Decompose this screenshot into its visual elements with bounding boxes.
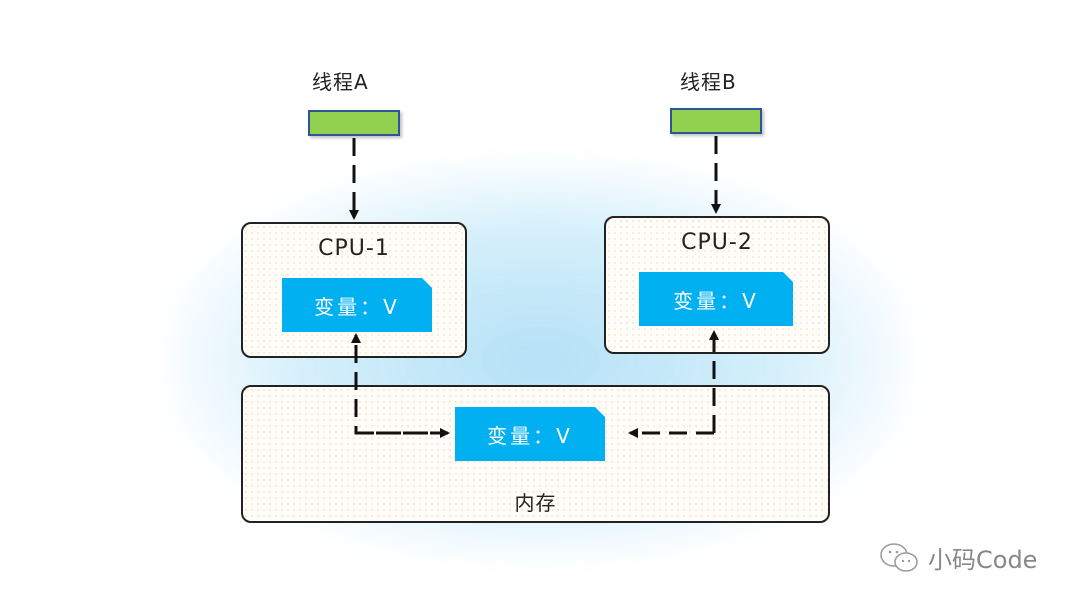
memory-box: 变量：V 内存 [241,385,830,523]
cpu-1-box: CPU-1 变量：V [241,222,467,358]
watermark: 小码Code [878,540,1037,575]
memory-title: 内存 [514,491,557,515]
thread-b-label: 线程B [680,70,737,94]
cpu-2-title: CPU-2 [681,230,753,255]
wechat-icon [878,541,922,575]
cpu-1-variable: 变量：V [282,278,432,332]
watermark-text: 小码Code [928,546,1038,574]
cpu-2-variable: 变量：V [639,272,793,326]
thread-b-block [670,108,762,134]
cpu-1-title: CPU-1 [318,236,390,261]
thread-a-label: 线程A [312,70,369,94]
thread-a-block [308,110,400,136]
memory-variable: 变量：V [455,407,605,461]
memory-to-cpu-1-arrow [351,333,448,435]
